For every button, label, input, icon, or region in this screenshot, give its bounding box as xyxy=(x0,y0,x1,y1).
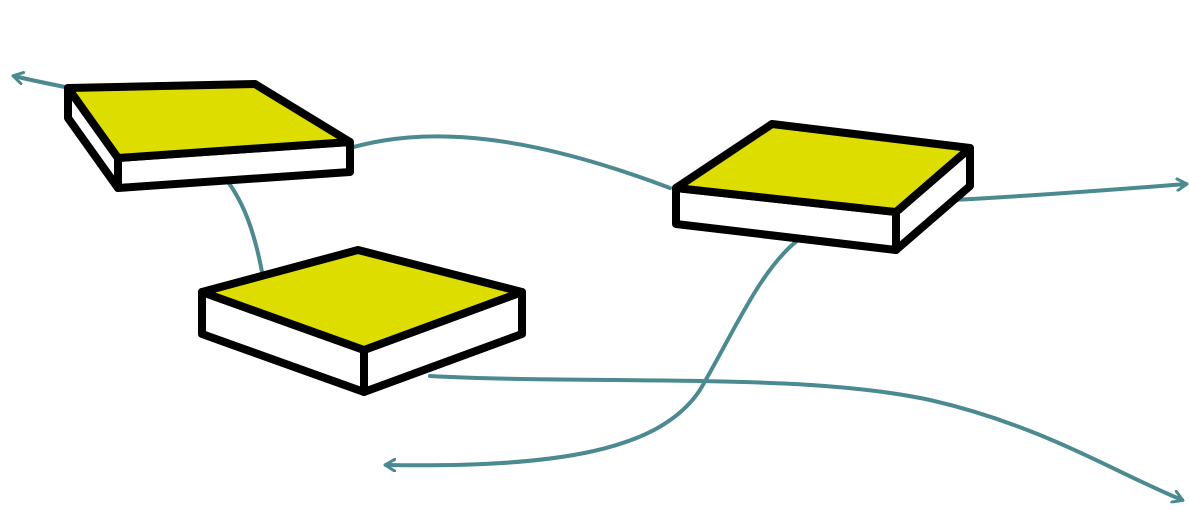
plant-icon xyxy=(524,262,572,342)
flow-line-left-arrow xyxy=(14,76,70,88)
plot-top-1 xyxy=(68,84,350,158)
flow-line-connector xyxy=(228,182,262,272)
plant-icon xyxy=(184,10,226,81)
plot-slab-3 xyxy=(676,124,970,250)
plant-icon xyxy=(767,52,809,123)
plant-icon xyxy=(402,112,450,192)
plot-slab-2 xyxy=(202,250,522,392)
plot-slab-1 xyxy=(68,84,350,188)
plant-icon xyxy=(190,340,238,420)
flow-line-right-upper-arrow xyxy=(952,184,1186,200)
flow-line-right-lower-arrow xyxy=(430,376,1182,500)
plant-icon xyxy=(992,262,1040,342)
plant-icon xyxy=(610,140,655,215)
flow-line-upper xyxy=(350,136,670,188)
plant-icon xyxy=(903,61,948,136)
